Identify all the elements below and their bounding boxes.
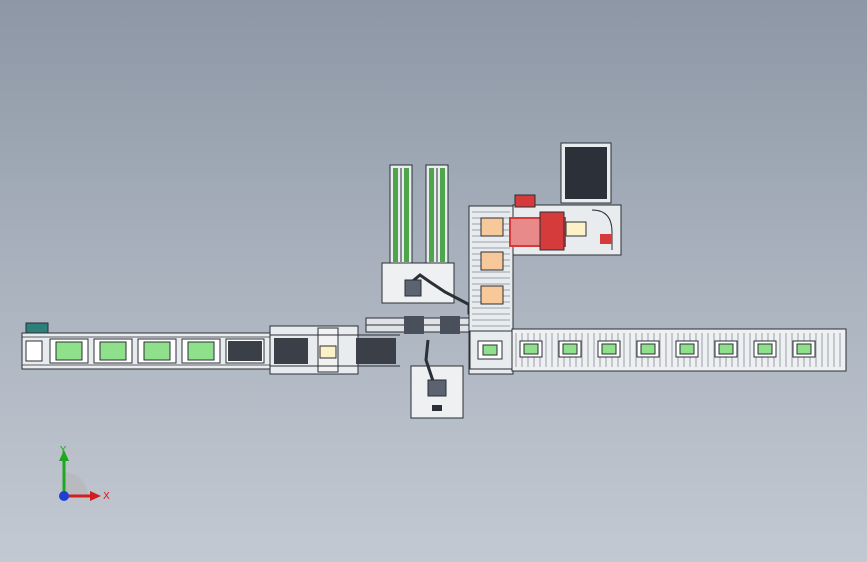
carton bbox=[480, 251, 504, 271]
part bbox=[796, 343, 812, 355]
vertical-rail-right bbox=[425, 164, 449, 266]
part bbox=[187, 341, 215, 361]
z-axis-dot-icon bbox=[59, 491, 69, 501]
cartons bbox=[480, 217, 504, 305]
part bbox=[757, 343, 773, 355]
y-axis-label: Y bbox=[59, 445, 67, 456]
part bbox=[55, 341, 83, 361]
part bbox=[640, 343, 656, 355]
part bbox=[482, 344, 498, 356]
carton bbox=[480, 217, 504, 237]
empty-tray bbox=[228, 341, 262, 361]
part bbox=[601, 343, 617, 355]
part bbox=[718, 343, 734, 355]
axis-triad: Y X bbox=[59, 445, 110, 502]
transfer-shuttle bbox=[365, 316, 475, 334]
packing-machine bbox=[509, 194, 622, 256]
x-axis-label: X bbox=[103, 491, 110, 502]
carton bbox=[480, 285, 504, 305]
control-cabinet bbox=[560, 142, 612, 204]
part bbox=[143, 341, 171, 361]
robot-cell-lower bbox=[410, 339, 464, 419]
infeed-pallets bbox=[49, 338, 265, 364]
part bbox=[562, 343, 578, 355]
outfeed-parts bbox=[477, 340, 816, 360]
part bbox=[99, 341, 127, 361]
part bbox=[679, 343, 695, 355]
part bbox=[523, 343, 539, 355]
buffer-conveyor bbox=[269, 325, 400, 375]
vertical-rail-left bbox=[389, 164, 413, 266]
